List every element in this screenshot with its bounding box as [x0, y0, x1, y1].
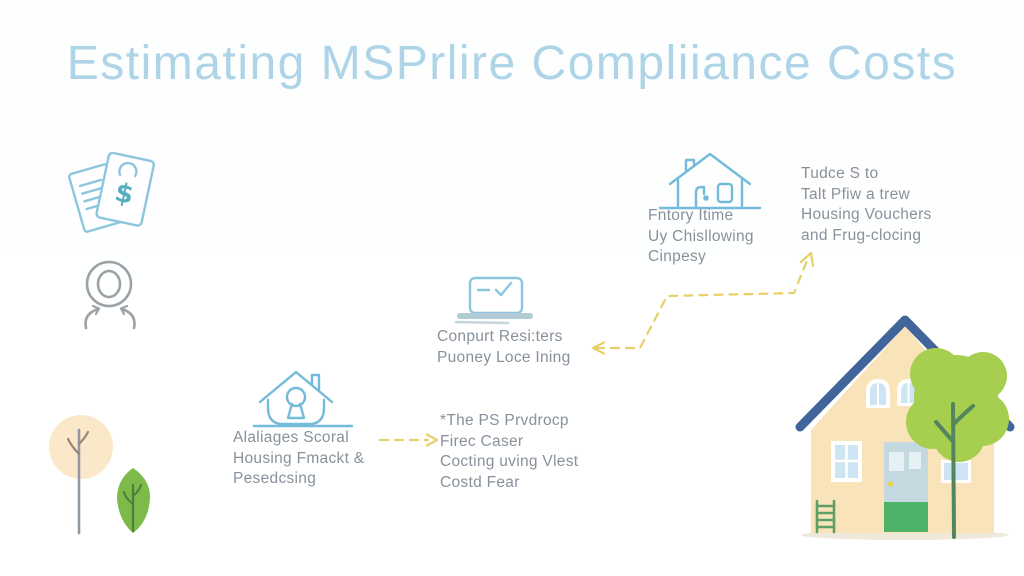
keyhole-house-icon — [246, 364, 360, 434]
label-line: Housing Vouchers — [801, 206, 932, 223]
label-line: Housing Fmackt & — [233, 449, 365, 467]
label-line: Uy Chisllowing — [648, 227, 754, 245]
label-line: and Frug-clocing — [801, 226, 922, 244]
label-computer-registers: Conpurt Resi:ters Puoney Loce Ining — [437, 327, 571, 368]
label-line: Cocting uving Vlest — [440, 453, 579, 470]
page-title: Estimating MSPrlire Compliiance Costs — [66, 37, 958, 90]
house-illustration — [793, 312, 1024, 576]
home-door-icon — [654, 148, 766, 218]
svg-text:$: $ — [112, 178, 136, 211]
label-line: Puoney Loce Ining — [437, 348, 571, 366]
person-scan-icon — [74, 254, 148, 334]
label-line: Alaliages Scoral — [233, 429, 349, 446]
label-line: Firec Caser — [440, 432, 524, 450]
laptop-check-icon — [446, 274, 542, 328]
label-line: *The PS Prvdrocp — [440, 412, 569, 429]
label-line: Tudce S to — [801, 165, 879, 182]
label-line: Talt Pfiw a trew — [801, 185, 911, 203]
arrow-social-to-ps-head — [425, 433, 439, 447]
label-line: Fntory Itime — [648, 207, 734, 224]
label-line: Pesedcsing — [233, 470, 317, 487]
label-entry-home: Fntory Itime Uy Chisllowing Cinpesy — [648, 206, 754, 268]
arrow-zigzag-top-head — [799, 251, 815, 268]
thin-trees-illustration — [38, 392, 188, 542]
label-line: Cinpesy — [648, 248, 707, 265]
dollar-documents-icon: $ — [68, 148, 164, 248]
arrow-zigzag-left-head — [591, 341, 606, 355]
label-ps-paradox: *The PS Prvdrocp Firec Caser Cocting uvi… — [440, 411, 578, 493]
arrow-zigzag — [594, 256, 810, 350]
label-social-housing: Alaliages Scoral Housing Fmackt & Pesedc… — [233, 428, 364, 490]
label-line: Conpurt Resi:ters — [437, 328, 563, 345]
label-line: Costd Fear — [440, 473, 520, 491]
label-housing-vouchers: Tudce S to Talt Pfiw a trew Housing Vouc… — [801, 164, 932, 246]
